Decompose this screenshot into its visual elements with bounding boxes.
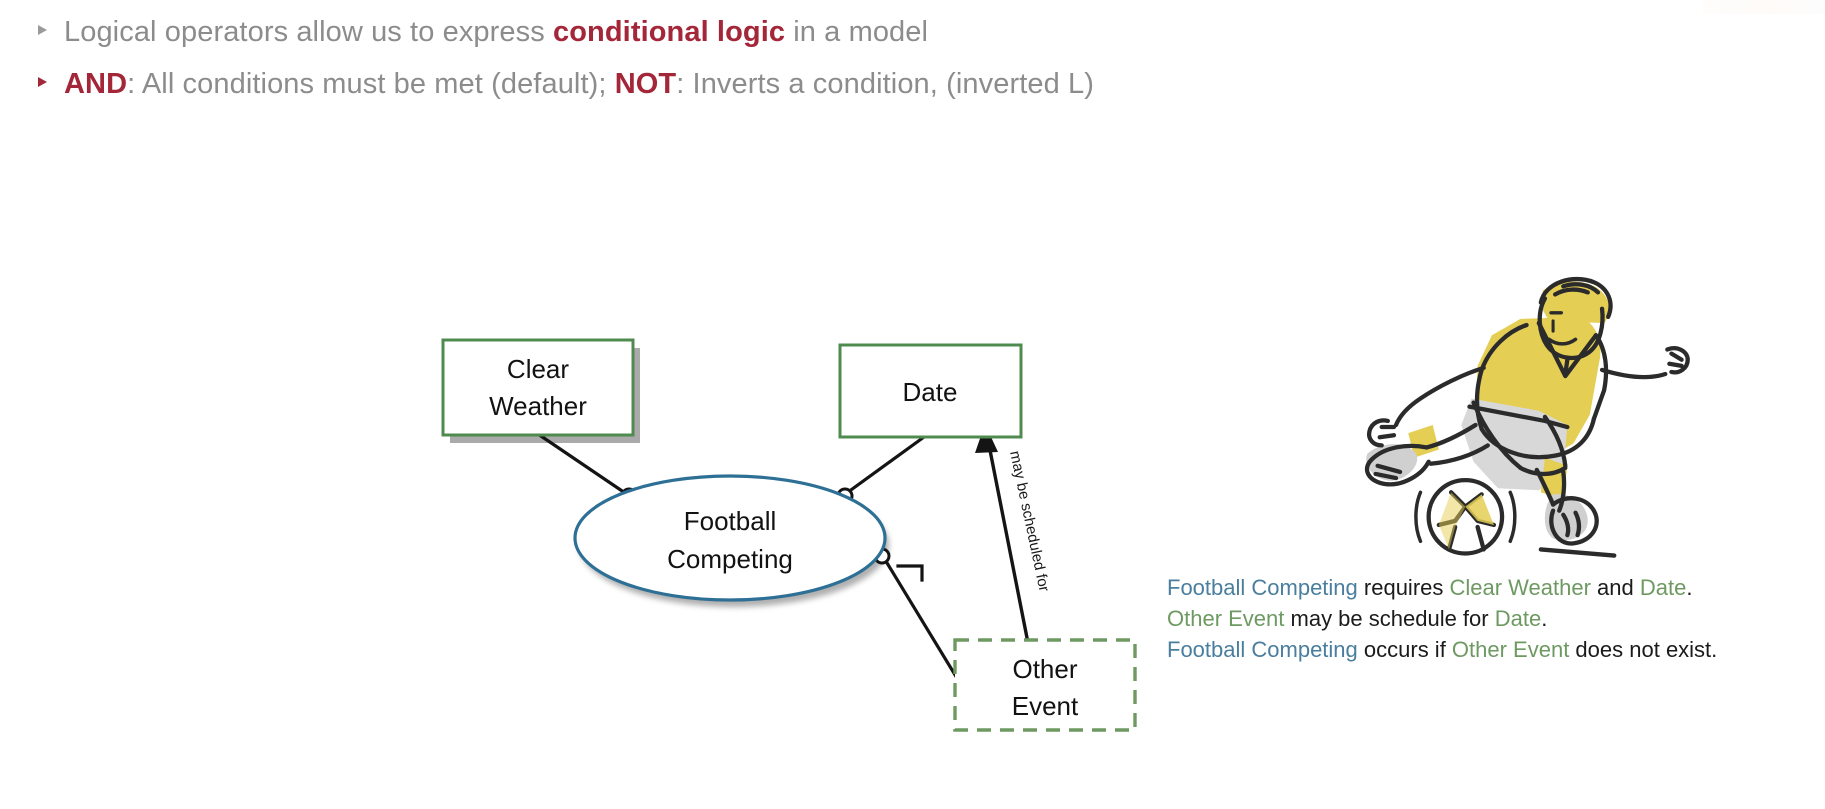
top-right-artifact (1703, 0, 1825, 14)
node-clear-weather-line1: Clear (507, 354, 569, 384)
football-player-illustration (1365, 276, 1690, 558)
sent-1-seg-4: Date (1639, 575, 1687, 600)
sent-1-seg-5: . (1686, 575, 1693, 600)
node-date[interactable]: Date (838, 343, 1023, 439)
sentence-list: Football Competing requires Clear Weathe… (1167, 572, 1717, 665)
bullet-2-seg-3: : Inverts a condition, (inverted L) (676, 68, 1094, 100)
node-other-event[interactable]: Other Event (953, 638, 1137, 732)
sentence-line-2: Other Event may be schedule for Date. (1167, 603, 1717, 634)
triangle-bullet-icon (36, 23, 54, 37)
sentence-line-3: Football Competing occurs if Other Event… (1167, 634, 1717, 665)
sent-3-seg-0: Football Competing (1167, 637, 1358, 662)
bullet-list: Logical operators allow us to express co… (0, 12, 1500, 116)
bullet-1-seg-1: conditional logic (553, 16, 786, 48)
node-football-competing[interactable]: Football Competing (573, 474, 887, 602)
bullet-2-seg-1: : All conditions must be met (default); (127, 68, 615, 100)
node-clear-weather[interactable]: Clear Weather (441, 338, 635, 437)
edge-other-event-to-date: may be scheduled for (975, 424, 1053, 649)
sent-1-seg-1: requires (1357, 575, 1450, 600)
node-football-competing-line1: Football (684, 506, 777, 536)
edge-date-to-football (836, 435, 925, 505)
not-symbol-icon (896, 564, 924, 582)
sent-2-seg-2: Date (1494, 606, 1542, 631)
bullet-item-2: AND: All conditions must be met (default… (0, 64, 1500, 104)
sent-2-seg-3: . (1541, 606, 1548, 631)
bullet-1-seg-0: Logical operators allow us to express (64, 16, 553, 48)
bullet-text-1: Logical operators allow us to express co… (64, 12, 928, 52)
player-sock-left-fill (1408, 425, 1439, 458)
bullet-text-2: AND: All conditions must be met (default… (64, 64, 1094, 104)
node-other-event-line1: Other (1012, 654, 1077, 684)
node-football-competing-line2: Competing (667, 544, 793, 574)
bullet-2-seg-2: NOT (614, 68, 677, 100)
ball-accent-2 (1438, 492, 1466, 550)
sent-2-seg-1: may be schedule for (1284, 606, 1495, 631)
sent-3-seg-3: does not exist. (1569, 637, 1718, 662)
sent-2-seg-0: Other Event (1167, 606, 1285, 631)
node-clear-weather-line2: Weather (489, 391, 587, 421)
bullet-item-1: Logical operators allow us to express co… (0, 12, 1500, 52)
triangle-bullet-icon (36, 75, 54, 89)
bullet-2-seg-0: AND (64, 68, 128, 100)
edge-football-to-other-event (873, 547, 965, 689)
node-date-line1: Date (903, 377, 958, 407)
sentence-line-1: Football Competing requires Clear Weathe… (1167, 572, 1717, 603)
sent-1-seg-2: Clear Weather (1449, 575, 1591, 600)
sent-1-seg-3: and (1590, 575, 1640, 600)
bullet-1-seg-2: in a model (785, 16, 929, 48)
sent-1-seg-0: Football Competing (1167, 575, 1358, 600)
ball-accent (1465, 494, 1494, 525)
sent-3-seg-1: occurs if (1357, 637, 1452, 662)
node-other-event-line2: Event (1012, 691, 1079, 721)
sent-3-seg-2: Other Event (1451, 637, 1570, 662)
